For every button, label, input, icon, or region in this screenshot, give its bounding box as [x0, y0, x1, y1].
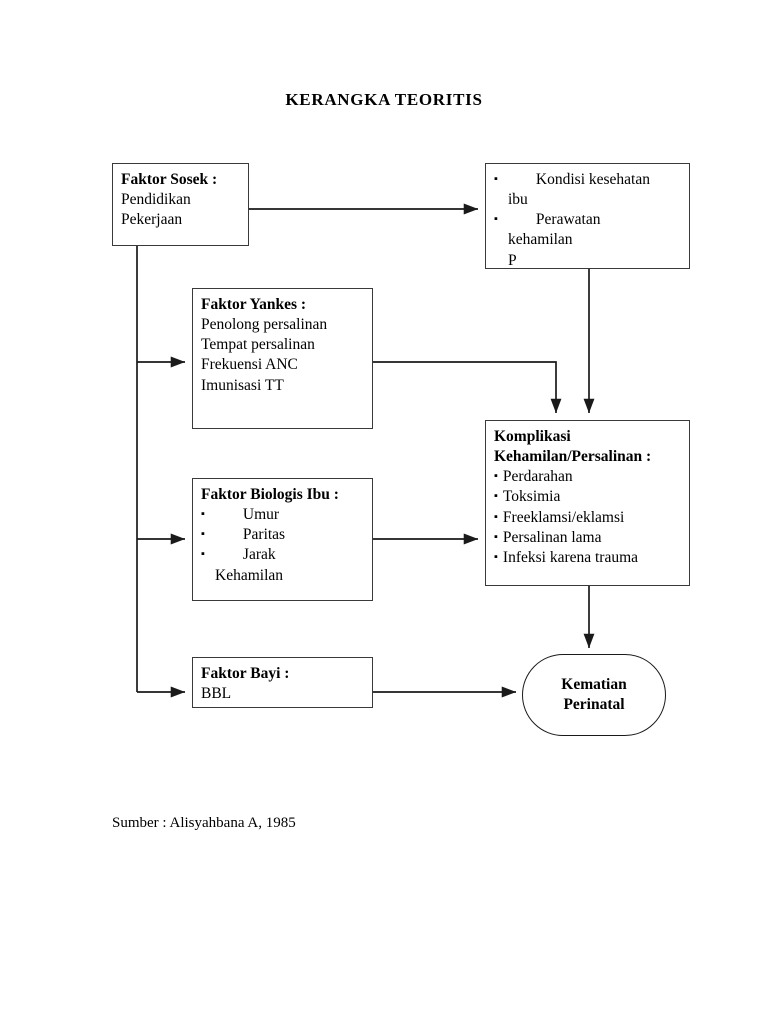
- edge-yankes-to-komplikasi: [373, 361, 562, 414]
- node-komplikasi-bullet-4-label: Persalinan lama: [502, 528, 602, 546]
- node-komplikasi-bullet-2: ▪ Toksimia: [494, 487, 681, 507]
- bullet-icon: ▪: [201, 548, 205, 561]
- node-komplikasi-bullet-5: ▪ Infeksi karena trauma: [494, 548, 681, 568]
- node-faktor-biologis-ibu[interactable]: Faktor Biologis Ibu : ▪ Umur ▪ Paritas ▪ Ja…: [192, 478, 373, 601]
- bullet-icon: ▪: [494, 173, 498, 185]
- node-kondisi-kesehatan[interactable]: ▪ Kondisi kesehatan ibu ▪ Perawatan kehami…: [485, 163, 690, 269]
- node-faktor-yankes-line-4: Imunisasi TT: [201, 376, 284, 394]
- node-kondisi-bullet-2-label: Perawatan: [535, 211, 601, 229]
- node-komplikasi-bullet-1: ▪ Perdarahan: [494, 467, 681, 487]
- node-komplikasi-header-line-2: Kehamilan/Persalinan :: [494, 448, 652, 466]
- node-komplikasi-bullet-3-label: Freeklamsi/eklamsi: [502, 508, 625, 526]
- node-faktor-biologis-ibu-header: Faktor Biologis Ibu :: [201, 486, 339, 503]
- bullet-icon: ▪: [201, 508, 205, 521]
- node-faktor-bayi[interactable]: Faktor Bayi : BBL: [192, 657, 373, 708]
- node-komplikasi-bullet-2-label: Toksimia: [502, 488, 561, 506]
- node-komplikasi-bullet-3: ▪ Freeklamsi/eklamsi: [494, 508, 681, 528]
- node-biologis-continuation: Kehamilan: [215, 566, 284, 584]
- node-faktor-yankes-header: Faktor Yankes :: [201, 296, 307, 313]
- node-biologis-bullet-2-label: Paritas: [242, 526, 286, 544]
- node-kematian-perinatal-line-2: Perinatal: [563, 696, 625, 713]
- node-biologis-bullet-3-label: Jarak: [242, 546, 276, 564]
- node-kondisi-bullet-2: ▪ Perawatan: [494, 210, 681, 230]
- bullet-icon: ▪: [494, 550, 498, 563]
- node-komplikasi-bullet-4: ▪ Persalinan lama: [494, 528, 681, 548]
- node-biologis-bullet-3: ▪ Jarak: [201, 545, 364, 565]
- node-kematian-perinatal[interactable]: Kematian Perinatal: [522, 654, 666, 736]
- node-komplikasi-bullet-5-label: Infeksi karena trauma: [502, 548, 639, 566]
- bullet-icon: ▪: [201, 528, 205, 541]
- node-biologis-bullet-2: ▪ Paritas: [201, 525, 364, 545]
- node-faktor-sosek-line-2: Pekerjaan: [121, 211, 183, 229]
- node-faktor-yankes-line-2: Tempat persalinan: [201, 336, 315, 354]
- bullet-icon: ▪: [494, 213, 498, 226]
- node-komplikasi[interactable]: Komplikasi Kehamilan/Persalinan : ▪ Perda…: [485, 420, 690, 586]
- node-kondisi-bullet-1-label: Kondisi kesehatan: [535, 171, 650, 188]
- node-komplikasi-bullet-1-label: Perdarahan: [502, 468, 573, 486]
- node-komplikasi-header-line-1: Komplikasi: [494, 428, 571, 445]
- node-faktor-yankes-line-1: Penolong persalinan: [201, 316, 328, 334]
- node-biologis-bullet-1-label: Umur: [242, 506, 280, 524]
- bullet-icon: ▪: [494, 470, 498, 483]
- node-faktor-yankes-line-3: Frekuensi ANC: [201, 356, 298, 374]
- bullet-icon: ▪: [494, 490, 498, 503]
- node-faktor-bayi-header: Faktor Bayi :: [201, 665, 290, 682]
- node-faktor-sosek[interactable]: Faktor Sosek : Pendidikan Pekerjaan: [112, 163, 249, 246]
- node-faktor-bayi-line-1: BBL: [201, 685, 232, 703]
- node-faktor-sosek-line-1: Pendidikan: [121, 191, 191, 209]
- node-kematian-perinatal-line-1: Kematian: [561, 675, 627, 693]
- page-title: KERANGKA TEORITIS: [285, 90, 483, 109]
- node-biologis-bullet-1: ▪ Umur: [201, 505, 364, 525]
- node-faktor-sosek-header: Faktor Sosek :: [121, 171, 218, 188]
- bullet-icon: ▪: [494, 530, 498, 543]
- node-kondisi-continuation-2: kehamilan: [508, 231, 573, 249]
- node-kondisi-continuation-1: ibu: [508, 191, 528, 209]
- node-kondisi-clipped-line: P: [508, 251, 517, 269]
- source-note: Sumber : Alisyahbana A, 1985: [112, 815, 296, 831]
- node-kondisi-bullet-1: ▪ Kondisi kesehatan: [494, 170, 681, 190]
- bullet-icon: ▪: [494, 510, 498, 523]
- node-faktor-yankes[interactable]: Faktor Yankes : Penolong persalinan Temp…: [192, 288, 373, 429]
